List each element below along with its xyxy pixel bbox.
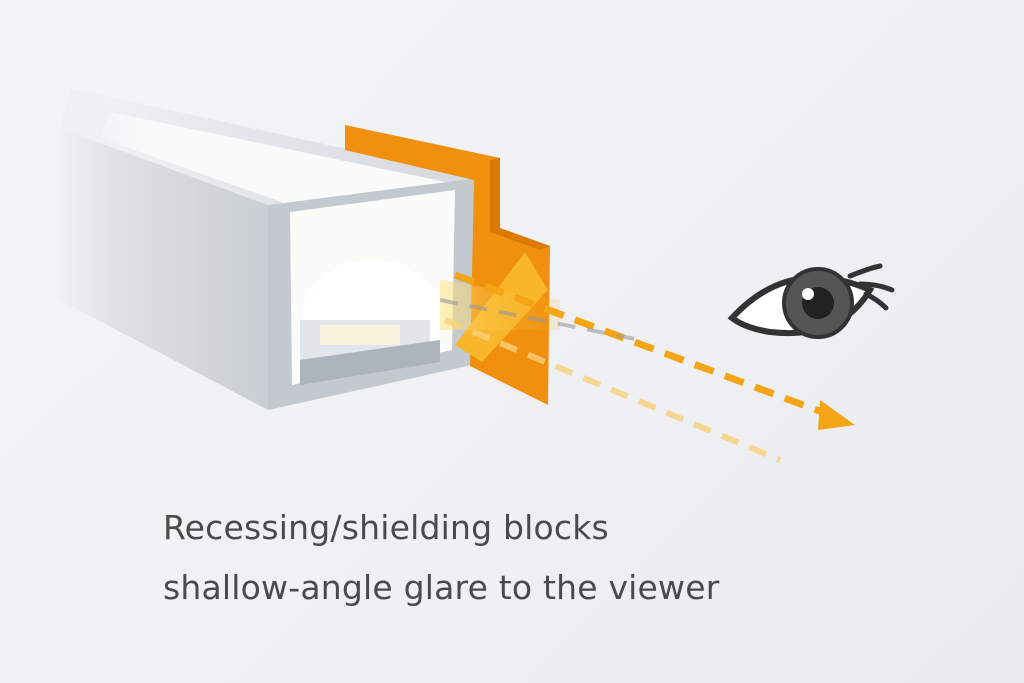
arrow-head-icon <box>818 400 855 430</box>
glare-rays <box>439 271 855 463</box>
glare-ray-faint <box>443 317 782 463</box>
eye-icon <box>727 263 895 339</box>
caption-line-2: shallow-angle glare to the viewer <box>163 568 720 607</box>
aluminum-profile <box>60 88 478 410</box>
caption-line-1: Recessing/shielding blocks <box>163 508 609 547</box>
glare-ray <box>453 271 832 419</box>
led-chip <box>320 325 400 345</box>
